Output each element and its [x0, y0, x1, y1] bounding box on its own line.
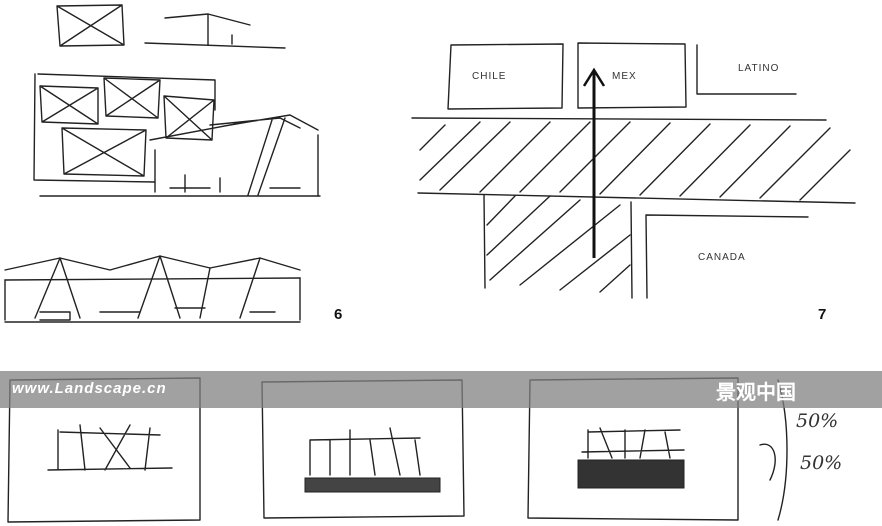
label-chile: CHILE [472, 71, 507, 82]
figure-number-7: 7 [818, 306, 827, 323]
canopy-plan-sketch [33, 4, 321, 197]
site-plan-sketch [411, 42, 856, 299]
label-mex: MEX [612, 71, 637, 82]
label-latino: LATINO [738, 63, 780, 74]
watermark-banner [0, 371, 882, 408]
upper-percentage: 50% [796, 410, 839, 432]
watermark-right-text: 景观中国 [716, 382, 796, 404]
label-canada: CANADA [698, 252, 746, 263]
watermark-left-text: www.Landscape.cn [12, 380, 167, 397]
lower-percentage: 50% [800, 452, 843, 474]
canopy-section-sketch [4, 255, 301, 323]
figure-number-6: 6 [334, 306, 343, 323]
